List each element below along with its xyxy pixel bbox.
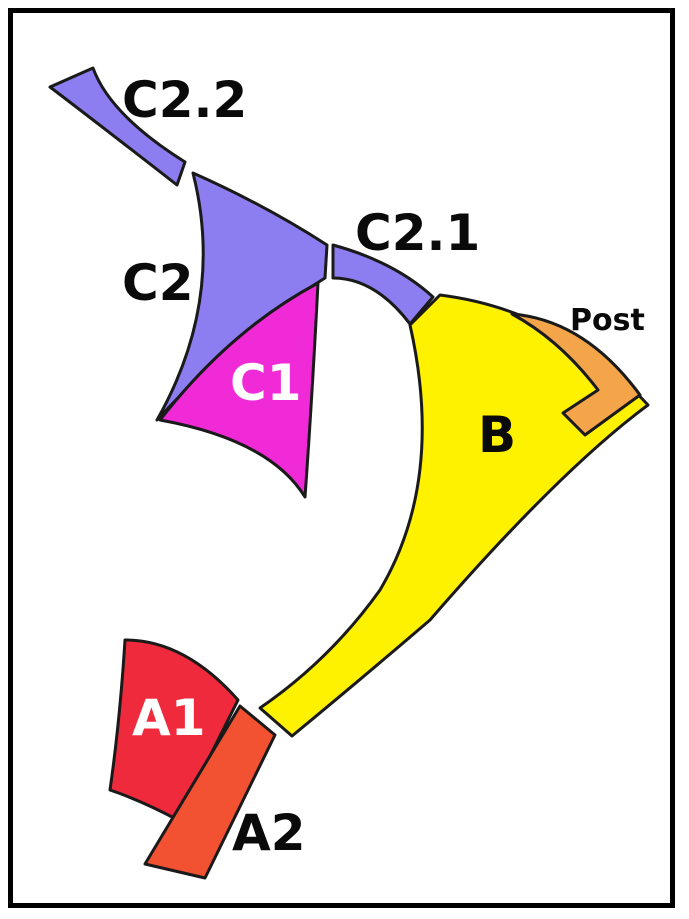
label-a2: A2 xyxy=(232,804,306,862)
label-c1: C1 xyxy=(230,354,301,412)
label-c2-1: C2.1 xyxy=(355,204,480,262)
label-post: Post xyxy=(570,303,645,338)
region-a1 xyxy=(108,638,240,822)
label-c2-2: C2.2 xyxy=(122,71,247,129)
label-a1: A1 xyxy=(132,689,206,747)
region-a2 xyxy=(143,704,277,880)
label-b: B xyxy=(478,406,516,464)
region-c2-1 xyxy=(331,243,435,326)
region-c1 xyxy=(158,281,320,499)
label-c2: C2 xyxy=(122,254,193,312)
region-c2-2 xyxy=(48,66,187,187)
region-post xyxy=(510,312,642,437)
